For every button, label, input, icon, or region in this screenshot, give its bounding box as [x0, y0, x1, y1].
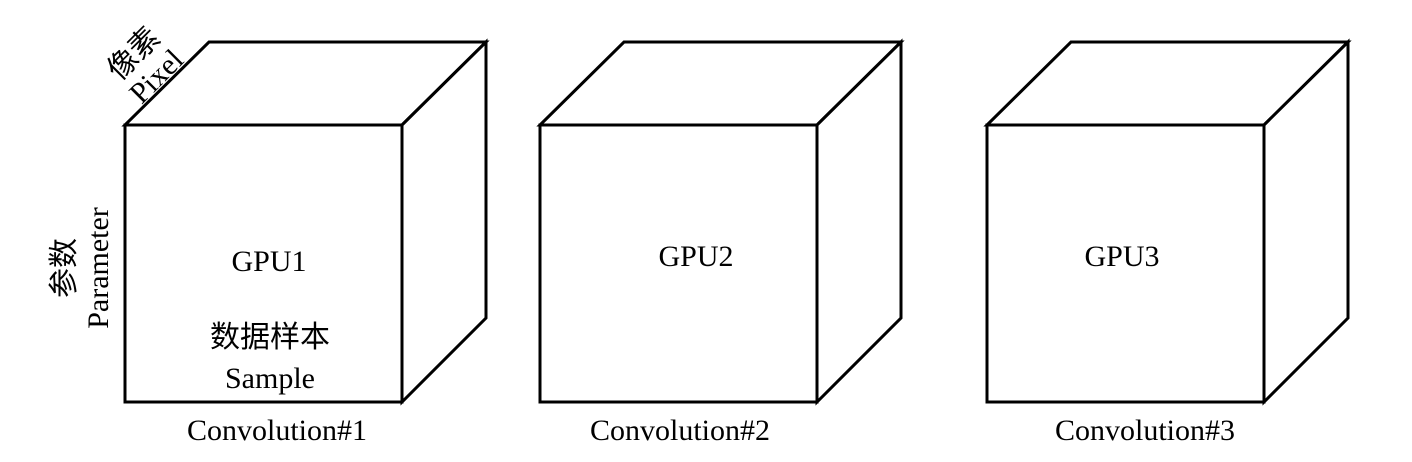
- cube-1-sample-zh-label: 数据样本: [210, 321, 330, 354]
- cube-1: GPU1 数据样本 Sample Convolution#1: [121, 38, 490, 447]
- cube-2-front-face: [538, 123, 819, 404]
- cube-3-front-face: [985, 123, 1266, 404]
- cube-2-gpu-label: GPU2: [658, 240, 733, 273]
- cube-2-caption: Convolution#2: [590, 414, 770, 447]
- cube-1-caption: Convolution#1: [187, 414, 367, 447]
- parameter-axis-label-zh: 参数: [48, 238, 81, 298]
- cube-3-gpu-label: GPU3: [1084, 240, 1159, 273]
- parameter-axis-label-en: Parameter: [82, 207, 115, 329]
- parameter-axis-label: 参数 Parameter: [48, 207, 115, 329]
- cube-1-gpu-label: GPU1: [231, 245, 306, 278]
- cube-1-sample-en-label: Sample: [225, 362, 315, 395]
- cube-2: GPU2 Convolution#2: [536, 38, 905, 447]
- cube-3-caption: Convolution#3: [1055, 414, 1235, 447]
- cube-3: GPU3 Convolution#3: [983, 38, 1352, 447]
- cube-1-front-face: [123, 123, 404, 404]
